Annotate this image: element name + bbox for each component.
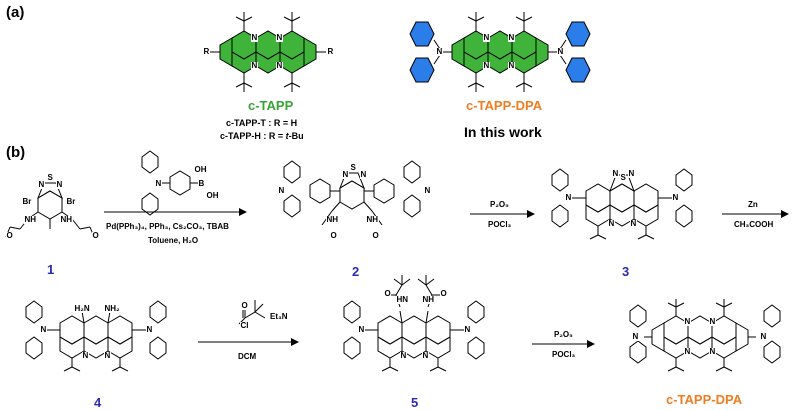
atom-b: B [198, 179, 205, 188]
step1-conditions-line2: Toluene, H₂O [148, 236, 199, 245]
atom-s: S [350, 163, 357, 172]
label-ctapp-h: c-TAPP-H : R = t-Bu [220, 131, 304, 141]
atom-r-right: R [327, 47, 334, 56]
atom-n: N [630, 219, 637, 228]
atom-n: N [464, 325, 471, 334]
atom-n: N [251, 61, 258, 70]
label-final-product: c-TAPP-DPA [666, 392, 743, 407]
step4-conditions-line1: DCM [238, 352, 257, 361]
panel-label-b: (b) [6, 144, 26, 161]
step4-base: Et₃N [270, 312, 288, 321]
atom-n: N [424, 186, 431, 195]
atom-n: N [400, 351, 407, 360]
atom-n: N [628, 169, 635, 178]
step3-conditions-line1: Zn [748, 200, 758, 209]
atom-nh: NH [366, 215, 379, 224]
atom-h2n: H₂N [74, 304, 91, 313]
atom-n: N [557, 47, 564, 56]
atom-o: O [372, 231, 380, 240]
compound-4-structure [25, 300, 167, 372]
atom-hn: HN [396, 295, 409, 304]
atom-n: N [632, 332, 639, 341]
ctapp-dpa-structure [409, 11, 591, 93]
atom-n: N [483, 33, 490, 42]
label-ctapp-dpa: c-TAPP-DPA [466, 98, 543, 113]
boronic-acid-reagent [141, 150, 198, 216]
atom-n: N [276, 33, 283, 42]
atom-n: N [483, 61, 490, 70]
compound-1-structure [5, 182, 95, 238]
atom-n: N [422, 351, 429, 360]
atom-n: N [56, 180, 63, 189]
atom-n: N [709, 347, 716, 356]
atom-o: O [384, 289, 392, 298]
atom-n: N [38, 180, 45, 189]
atom-n: N [358, 325, 365, 334]
atom-n: N [104, 351, 111, 360]
compound-3-structure [551, 168, 693, 240]
panel-label-a: (a) [6, 4, 25, 21]
atom-n: N [146, 325, 153, 334]
atom-n: N [82, 351, 89, 360]
atom-n: N [278, 186, 285, 195]
atom-br: Br [22, 197, 32, 206]
atom-nh: NH [326, 215, 339, 224]
atom-s: S [620, 173, 627, 182]
label-in-this-work: In this work [464, 124, 542, 140]
atom-n: N [251, 33, 258, 42]
step2-conditions-line2: POCl₃ [488, 220, 512, 229]
compound-number-4: 4 [94, 395, 102, 410]
atom-n: N [508, 33, 515, 42]
compound-number-1: 1 [47, 262, 55, 277]
step1-conditions-line1: Pd(PPh₃)₄, PPh₃, Cs₂CO₃, TBAB [106, 222, 229, 231]
atom-nh: NH [24, 215, 37, 224]
atom-n: N [672, 193, 679, 202]
atom-o: O [440, 289, 448, 298]
atom-o: O [6, 231, 14, 240]
atom-n: N [684, 317, 691, 326]
atom-n: N [709, 317, 716, 326]
atom-n: N [360, 170, 367, 179]
ctapp-structure [210, 12, 326, 92]
atom-br: Br [66, 197, 76, 206]
label-ctapp-t: c-TAPP-T : R = H [226, 118, 298, 128]
atom-n: N [342, 170, 349, 179]
compound-5-structure [343, 275, 485, 372]
step5-conditions-line2: POCl₃ [552, 350, 576, 359]
atom-n: N [684, 347, 691, 356]
atom-oh: OH [206, 191, 219, 200]
atom-n: N [436, 47, 443, 56]
atom-o: O [241, 301, 249, 310]
atom-s: S [47, 173, 54, 182]
label-ctapp: c-TAPP [248, 98, 294, 113]
atom-n: N [608, 219, 615, 228]
final-product-structure [629, 299, 781, 372]
atom-nh: NH [60, 215, 73, 224]
atom-n: N [155, 179, 162, 188]
compound-number-3: 3 [622, 264, 630, 279]
step2-conditions-line1: P₂O₅ [490, 200, 509, 209]
step5-conditions-line1: P₂O₅ [554, 330, 573, 339]
atom-cl: Cl [240, 321, 249, 330]
atom-nh: NH [422, 295, 435, 304]
atom-n: N [760, 332, 767, 341]
step3-conditions-line2: CH₃COOH [734, 220, 774, 229]
atom-n: N [508, 61, 515, 70]
atom-oh: OH [194, 165, 207, 174]
atom-n: N [276, 61, 283, 70]
atom-r-left: R [203, 47, 210, 56]
atom-n: N [612, 169, 619, 178]
compound-number-5: 5 [411, 395, 419, 410]
compound-number-2: 2 [352, 264, 360, 279]
atom-o: O [330, 231, 338, 240]
atom-n: N [565, 193, 572, 202]
atom-nh2: NH₂ [104, 304, 121, 313]
atom-o: O [92, 231, 100, 240]
atom-n: N [40, 325, 47, 334]
